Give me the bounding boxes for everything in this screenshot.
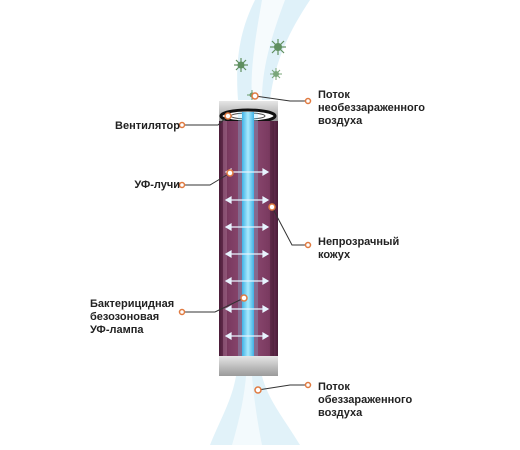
bottom-cap	[219, 356, 278, 376]
double-arrow-icon	[224, 195, 270, 205]
double-arrow-icon	[224, 276, 270, 286]
label-outflow: Поток обеззараженного воздуха	[318, 381, 413, 419]
label-markers	[178, 92, 312, 394]
double-arrow-icon	[224, 222, 270, 232]
label-uv-lamp: Бактерицидная безозоновая УФ-лампа	[90, 298, 175, 336]
double-arrow-icon	[224, 304, 270, 314]
double-arrow-icon	[224, 249, 270, 259]
label-casing: Непрозрачный кожух	[318, 236, 400, 261]
label-fan: Вентилятор	[115, 120, 180, 132]
germ-icon	[234, 58, 248, 72]
outflow-airstream	[210, 376, 300, 445]
label-inflow: Поток необеззараженного воздуха	[318, 89, 425, 127]
double-arrow-icon	[224, 331, 270, 341]
leader-lines	[182, 95, 308, 391]
label-uv-rays: УФ-лучи	[134, 179, 180, 191]
inflow-airstream	[237, 0, 310, 100]
germ-icon	[270, 68, 282, 80]
uv-ray-arrows	[224, 167, 270, 341]
germ-icon	[270, 39, 286, 55]
